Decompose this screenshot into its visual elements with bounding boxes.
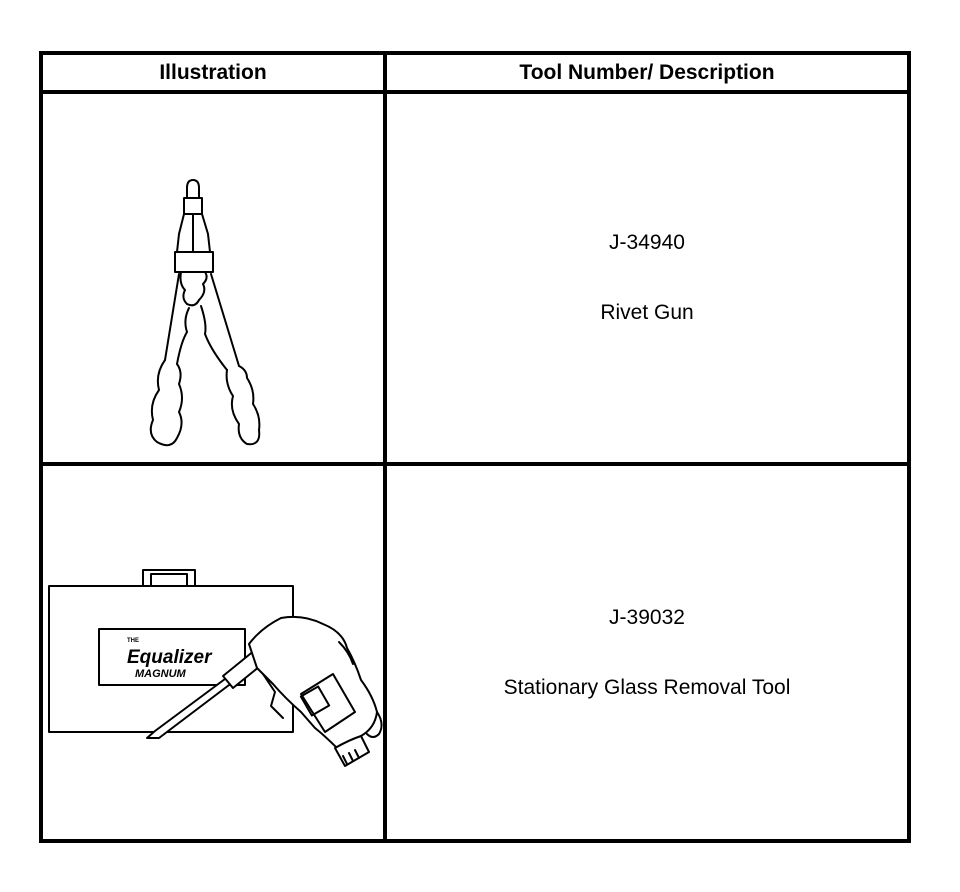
tool-description: Rivet Gun (600, 301, 694, 324)
table-row-1-illustration (43, 94, 387, 466)
tool-table: Illustration Tool Number/ Description (39, 51, 911, 843)
case-label-brand: Equalizer (127, 647, 213, 668)
case-label-model: MAGNUM (135, 668, 187, 680)
glass-removal-tool-icon: THE Equalizer MAGNUM (48, 569, 383, 767)
table-row-1-description: J-34940 Rivet Gun (387, 94, 907, 466)
case-label-the: THE (127, 638, 139, 644)
table-row-2-illustration: THE Equalizer MAGNUM (43, 466, 387, 839)
header-illustration: Illustration (43, 55, 387, 94)
tool-description: Stationary Glass Removal Tool (503, 675, 791, 699)
tool-number: J-34940 (609, 231, 685, 254)
header-tool-number-description: Tool Number/ Description (387, 55, 907, 94)
tool-number: J-39032 (609, 605, 685, 629)
table-row-2-description: J-39032 Stationary Glass Removal Tool (387, 466, 907, 839)
rivet-gun-icon (149, 179, 261, 447)
